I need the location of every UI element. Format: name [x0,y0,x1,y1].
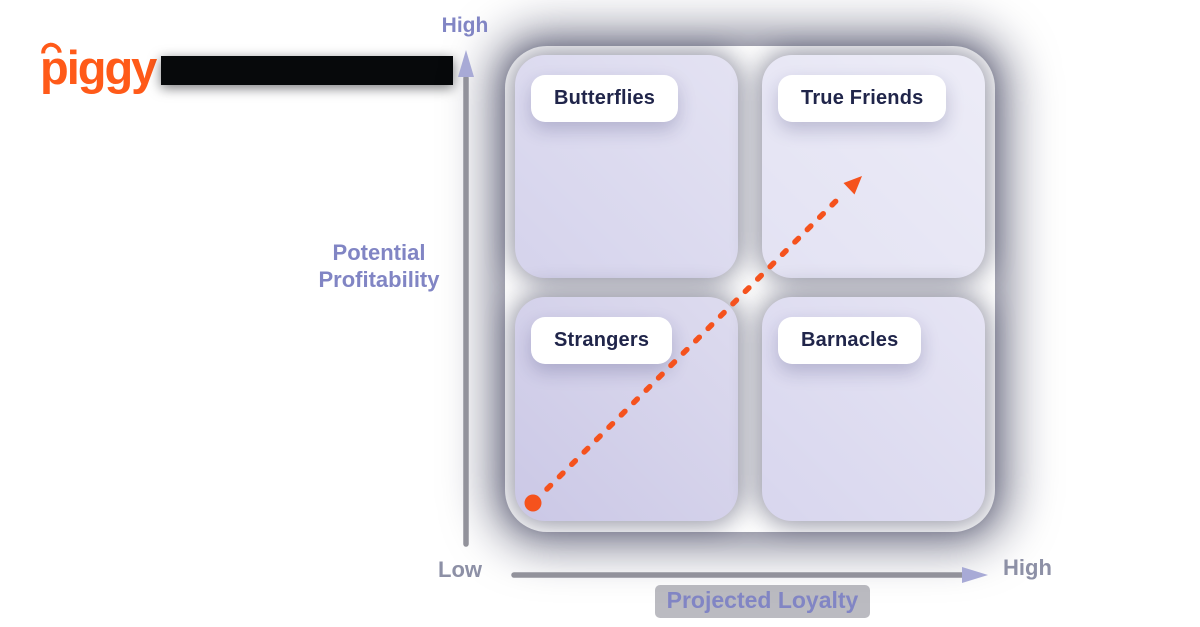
quadrant-barnacles: Barnacles [762,297,985,521]
x-axis-title-text: Projected Loyalty [654,585,871,618]
y-axis-high-label: High [441,14,489,37]
quadrant-label-strangers: Strangers [531,317,673,364]
y-axis-title: Potential Profitability [308,239,450,293]
origin-low-label: Low [438,557,482,582]
quadrant-label-butterflies: Butterflies [531,75,679,122]
y-axis-arrowhead-icon [458,50,474,77]
quadrant-butterflies: Butterflies [515,55,738,278]
quadrant-label-true-friends: True Friends [778,75,947,122]
quadrant-label-barnacles: Barnacles [778,317,922,364]
quadrant-true-friends: True Friends [762,55,985,278]
x-axis-high-label: High [1003,555,1052,580]
x-axis-arrowhead-icon [962,567,988,583]
piggy-logo: piggy [40,41,157,94]
x-axis-title: Projected Loyalty [635,585,890,618]
y-axis-title-line2: Profitability [318,267,440,292]
y-axis-title-line1: Potential [332,240,426,265]
header-black-bar [161,56,453,85]
quadrant-strangers: Strangers [515,297,738,521]
